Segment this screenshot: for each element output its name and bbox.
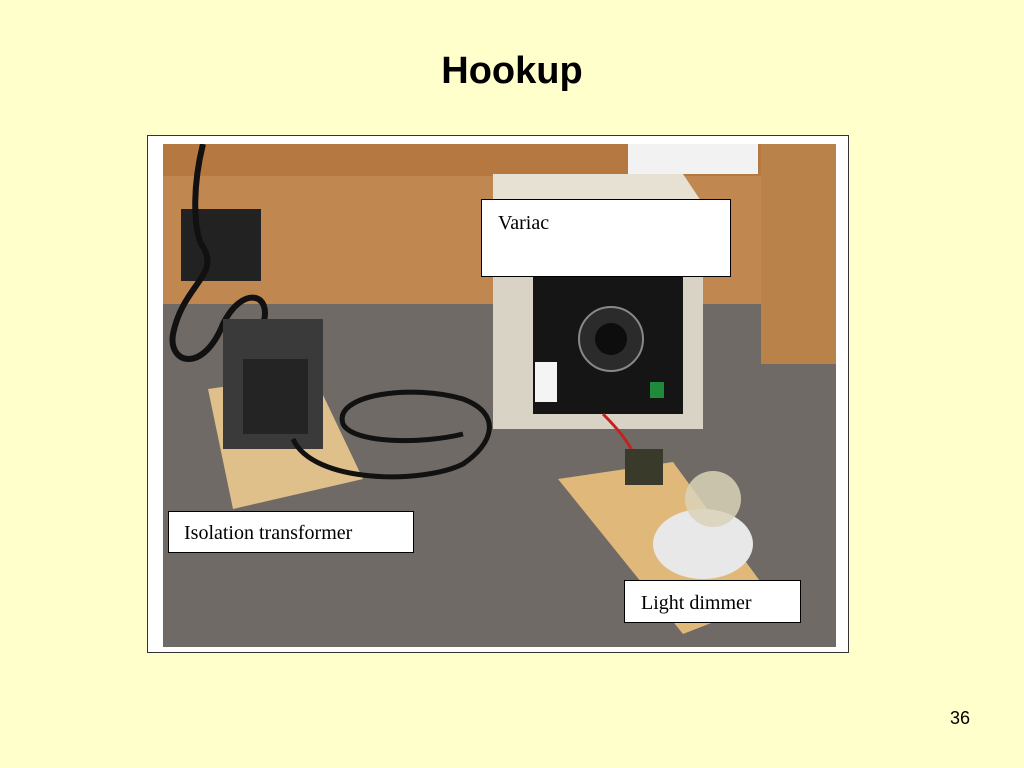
variac-outlet (535, 362, 557, 402)
wood-side-panel (761, 144, 836, 364)
light-bulb (685, 471, 741, 527)
slide-title: Hookup (441, 50, 583, 92)
light-dimmer-callout: Light dimmer (624, 580, 801, 623)
paper-note (628, 144, 758, 174)
power-cord (169, 144, 268, 362)
page-number: 36 (949, 708, 970, 728)
variac-callout: Variac (481, 199, 731, 277)
dimmer-circuit (625, 449, 663, 485)
lamp-socket (653, 509, 753, 579)
transformer-cable (290, 389, 492, 480)
variac-switch (650, 382, 664, 398)
isolation-transformer-face (243, 359, 308, 434)
variac-case-top (493, 174, 703, 204)
isolation-transformer-callout: Isolation transformer (168, 511, 414, 553)
variac-knob (595, 323, 627, 355)
